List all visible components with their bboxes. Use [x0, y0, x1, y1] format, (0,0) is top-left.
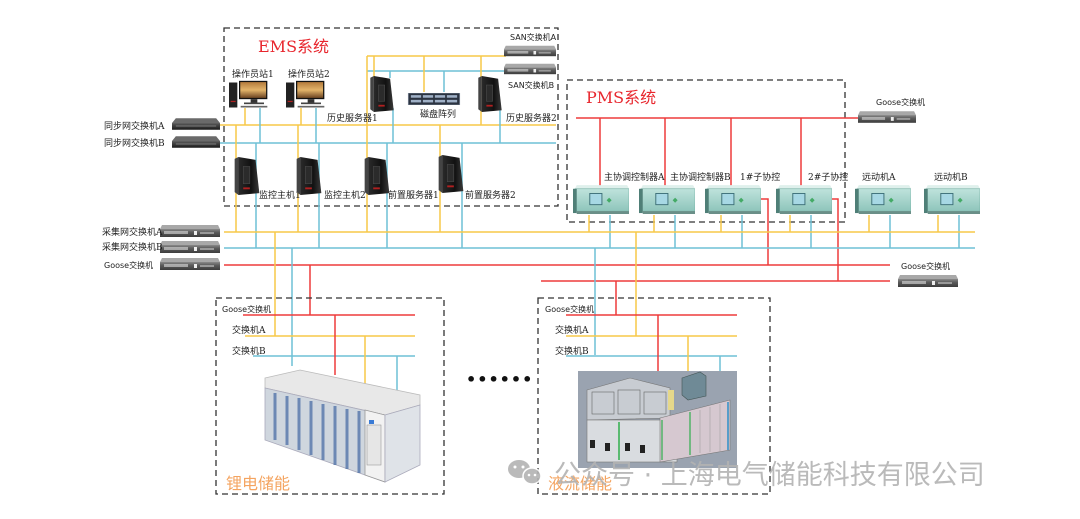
- history-server-2-icon: [478, 76, 502, 112]
- flow-goose-label: Goose交换机: [545, 304, 594, 314]
- right-goose-switch-icon: [898, 275, 958, 287]
- ems-system-boundary: [223, 27, 559, 207]
- operator-station-2-label: 操作员站2: [288, 68, 330, 80]
- wechat-watermark: 公众号 · 上海电气储能科技有限公司: [508, 460, 985, 491]
- front-server-1-label: 前置服务器1: [388, 189, 439, 201]
- pms-goose-switch-icon: [858, 111, 916, 123]
- pms-goose-switch-label: Goose交换机: [876, 97, 925, 107]
- flow-storage-boundary: [537, 297, 771, 495]
- san-switch-b-label: SAN交换机B: [508, 80, 554, 90]
- history-server-1-icon: [370, 76, 394, 112]
- operator-station-2-icon: [286, 80, 325, 108]
- sync-switch-b-label: 同步网交换机B: [104, 137, 165, 149]
- flow-switch-a-label: 交换机A: [555, 324, 589, 336]
- sync-switch-a-icon: [172, 118, 220, 130]
- pms-red-drops: [599, 118, 802, 190]
- flow-storage-title: 液流储能: [548, 474, 612, 493]
- remote-unit-b-icon: [924, 185, 980, 215]
- collect-switch-b-label: 采集网交换机B: [102, 241, 163, 253]
- watermark-text: 公众号 · 上海电气储能科技有限公司: [554, 460, 985, 491]
- master-controller-b-icon: [639, 185, 695, 215]
- lithium-storage-title: 锂电储能: [226, 474, 290, 493]
- storage-feeder-drops: [274, 232, 637, 366]
- sub-controller-goose-links: [761, 198, 839, 281]
- san-switch-a-label: SAN交换机A: [510, 32, 557, 42]
- collect-switch-a-icon: [160, 225, 220, 237]
- more-storage-ellipsis: ••••••: [466, 370, 533, 389]
- sub-controller-1-icon: [705, 185, 761, 215]
- disk-array-label: 磁盘阵列: [420, 108, 456, 120]
- lithium-switch-a-label: 交换机A: [232, 324, 266, 336]
- sync-switch-b-icon: [172, 136, 220, 148]
- master-controller-a-icon: [573, 185, 629, 215]
- left-goose-switch-label: Goose交换机: [104, 260, 153, 270]
- front-server-1-icon: [364, 157, 390, 195]
- sub-controller-1-label: 1#子协控: [740, 171, 780, 183]
- san-switch-a-icon: [504, 45, 556, 57]
- monitor-host-1-icon: [234, 157, 260, 195]
- left-goose-switch-icon: [160, 258, 220, 270]
- monitor-host-1-label: 监控主机1: [259, 189, 301, 201]
- sync-switch-a-label: 同步网交换机A: [104, 120, 165, 132]
- disk-array-icon: [407, 93, 461, 105]
- operator-station-1-icon: [229, 80, 268, 108]
- san-switch-b-icon: [504, 63, 556, 75]
- ems-drops: [235, 56, 501, 248]
- master-controller-b-label: 主协调控制器B: [670, 171, 731, 183]
- front-server-2-label: 前置服务器2: [465, 189, 516, 201]
- flow-container-image: [578, 371, 737, 468]
- ems-title: EMS系统: [258, 37, 329, 56]
- right-goose-switch-label: Goose交换机: [901, 261, 950, 271]
- sub-controller-2-label: 2#子协控: [808, 171, 848, 183]
- front-server-2-icon: [438, 155, 464, 193]
- history-server-1-label: 历史服务器1: [327, 112, 378, 124]
- lithium-storage-boundary: [215, 297, 445, 495]
- pms-title: PMS系统: [586, 88, 656, 107]
- monitor-host-2-icon: [296, 157, 322, 195]
- lithium-goose-label: Goose交换机: [222, 304, 271, 314]
- lithium-switch-b-label: 交换机B: [232, 345, 266, 357]
- history-server-2-label: 历史服务器2: [506, 112, 557, 124]
- master-controller-a-label: 主协调控制器A: [604, 171, 665, 183]
- sub-controller-2-icon: [776, 185, 832, 215]
- flow-switch-b-label: 交换机B: [555, 345, 589, 357]
- operator-station-1-label: 操作员站1: [232, 68, 274, 80]
- remote-unit-b-label: 远动机B: [934, 171, 968, 183]
- wechat-icon: [508, 460, 542, 485]
- collect-switch-b-icon: [160, 241, 220, 253]
- lithium-container-image: [264, 369, 421, 483]
- monitor-host-2-label: 监控主机2: [324, 189, 366, 201]
- remote-unit-a-label: 远动机A: [862, 171, 896, 183]
- collect-switch-a-label: 采集网交换机A: [102, 226, 163, 238]
- remote-unit-a-icon: [855, 185, 911, 215]
